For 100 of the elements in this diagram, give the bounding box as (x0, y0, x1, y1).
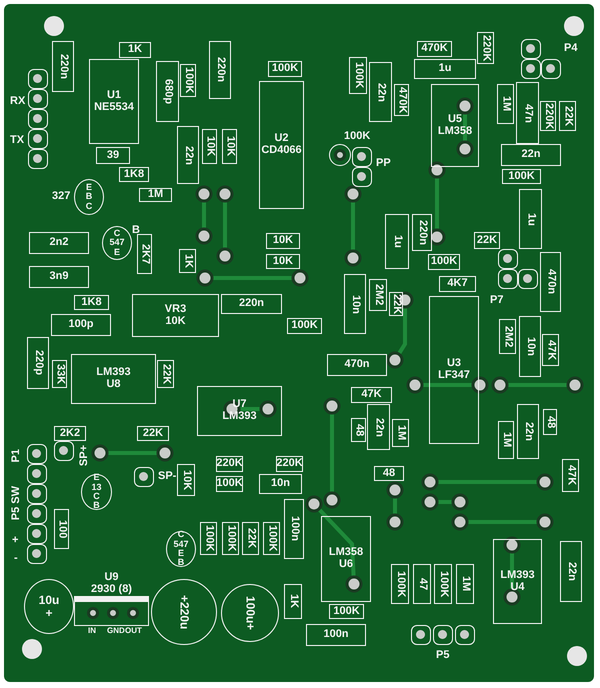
resistor-outline (456, 564, 474, 604)
value-label: + (178, 594, 190, 602)
value-label: 1K (182, 254, 194, 268)
value-label: 48 (544, 416, 556, 428)
pin-label: E (114, 248, 120, 258)
pin-label: 547 (173, 540, 189, 549)
value-label: 1u (391, 235, 403, 248)
designator-label: PP (376, 157, 391, 169)
transistor-outline (81, 474, 112, 510)
resistor-outline (157, 360, 174, 388)
transistor-outline (166, 531, 196, 567)
pin-label: B (178, 558, 184, 568)
value-label: 22n (522, 149, 540, 161)
pin-header (352, 147, 374, 187)
ic-outline (493, 539, 542, 624)
resistor-outline (266, 233, 300, 249)
resistor-outline (417, 41, 452, 57)
value-label: 220K (216, 458, 243, 470)
value-label: 22K (476, 234, 498, 246)
value-label: 470K (396, 86, 408, 114)
designator-label: IN (88, 626, 96, 635)
resistor-outline (54, 509, 69, 549)
value-label: 22K (390, 294, 402, 314)
part-label: U2 (274, 133, 289, 145)
value-label: 22n (182, 146, 194, 164)
pin-label: 547 (109, 238, 125, 248)
resistor-outline (374, 466, 404, 481)
pin-header (28, 69, 50, 171)
value-label: 47K (564, 465, 576, 486)
capacitor-outline (284, 499, 304, 559)
resistor-outline (96, 147, 130, 164)
value-label: 2K2 (60, 428, 80, 440)
pin-label: 13 (91, 482, 102, 492)
capacitor-outline (156, 61, 179, 122)
resistor-outline (349, 57, 367, 94)
pin-label: C (114, 228, 120, 238)
part-label: 10K (165, 316, 186, 328)
pin-label: B (86, 192, 92, 202)
pin-header (27, 444, 49, 566)
value-label: 470n (344, 359, 370, 371)
value-label: 100K (224, 525, 236, 552)
resistor-outline (329, 604, 364, 619)
trimmer-pad (329, 144, 351, 166)
electrolytic-capacitor-outline (221, 584, 279, 642)
resistor-outline (119, 167, 149, 182)
designator-label: P5 (436, 649, 450, 661)
value-label: 100p (68, 319, 94, 331)
value-label: 100K (182, 67, 194, 94)
value-label: 47 (416, 578, 428, 590)
value-label: 1M (459, 576, 471, 592)
value-label: + (244, 623, 256, 630)
capacitor-outline (560, 541, 582, 602)
value-label: 100n (288, 516, 300, 542)
ic-outline (89, 59, 139, 144)
capacitor-outline (519, 316, 541, 377)
resistor-outline (434, 564, 452, 604)
value-label: 22K (160, 364, 172, 384)
resistor-outline (52, 360, 67, 388)
trimmer-outline (132, 294, 219, 337)
designator-label: P7 (490, 294, 504, 306)
value-label: 220u (178, 602, 190, 630)
designator-label: 327 (52, 190, 70, 202)
pin-header (54, 441, 76, 463)
value-label: 39 (106, 150, 120, 162)
value-label: 100K (272, 63, 298, 75)
value-label: + (45, 606, 52, 620)
value-label: 220p (32, 350, 44, 376)
value-label: 33K (54, 364, 66, 384)
resistor-outline (139, 188, 172, 202)
value-label: 10K (272, 235, 294, 247)
resistor-outline (266, 254, 300, 269)
value-label: 4K7 (447, 278, 468, 290)
resistor-outline (177, 464, 195, 496)
value-label: 2n2 (50, 237, 68, 249)
resistor-outline (499, 319, 516, 354)
value-label: 100K (437, 570, 449, 598)
ic-outline (197, 386, 282, 436)
capacitor-outline (385, 214, 409, 269)
value-label: 1K (287, 594, 299, 609)
value-label: 22n (522, 422, 534, 441)
value-label: 1M (148, 189, 164, 201)
part-label: LM393 (96, 367, 131, 379)
resistor-outline (137, 234, 152, 274)
value-label: 48 (352, 424, 364, 436)
designator-label: SP+ (78, 445, 90, 466)
capacitor-outline (29, 232, 89, 254)
value-label: 22n (372, 418, 384, 436)
part-label: U9 (104, 572, 119, 584)
electrolytic-capacitor-outline (24, 579, 74, 634)
value-label: 100K (508, 170, 535, 182)
designator-label: - (14, 552, 18, 564)
designator-label: + (12, 534, 18, 546)
designator-label: GND (107, 626, 125, 635)
capacitor-outline (412, 214, 432, 251)
capacitor-outline (516, 82, 539, 144)
value-label: 22n (565, 562, 577, 581)
designator-label: RX (10, 95, 26, 107)
value-label: 1K8 (124, 168, 144, 180)
resistor-outline (351, 418, 366, 442)
value-label: 10n (271, 478, 290, 490)
